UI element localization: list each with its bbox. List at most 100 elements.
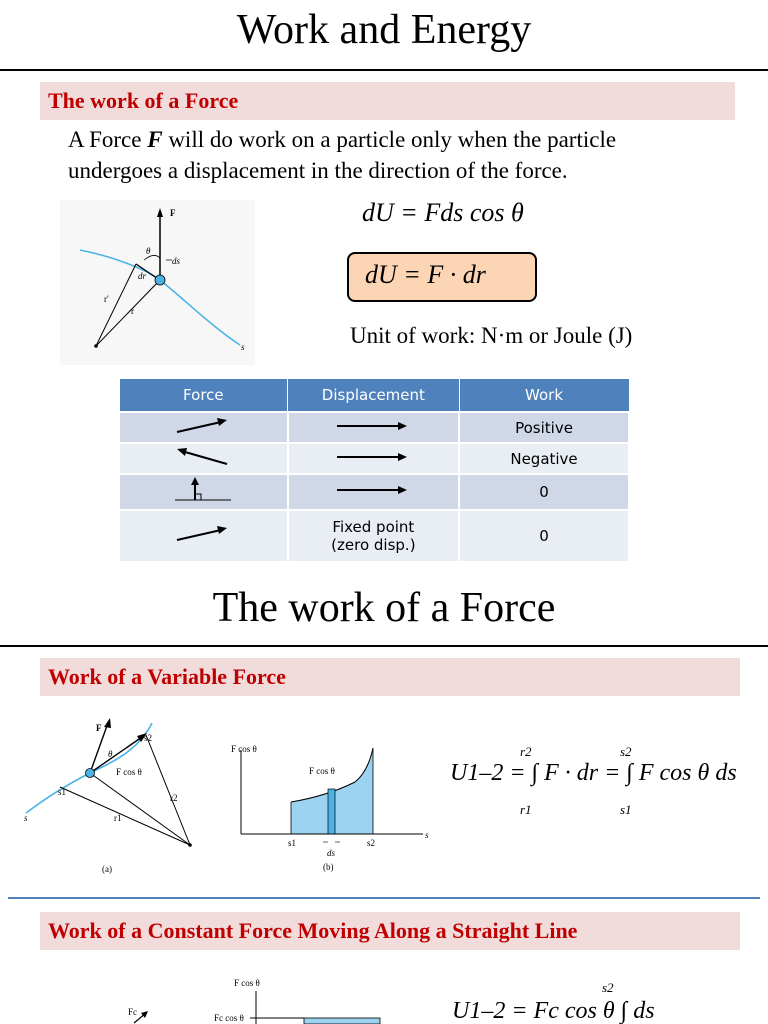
page-title: Work and Energy: [236, 7, 532, 53]
r1-vector: [59, 786, 191, 846]
unit-of-work: Unit of work: N·m or Joule (J): [350, 323, 633, 348]
figa-label-r2: r2: [170, 793, 178, 803]
figc-yaxis-label: F cos θ: [234, 978, 260, 988]
section-band-variable-force: Work of a Variable Force: [40, 658, 740, 696]
intro-text-a: A Force: [68, 127, 148, 152]
integral-equation: U1–2 = ∫ F · dr = ∫ F cos θ ds r2 r1 s2 …: [448, 740, 758, 820]
limit-s2-const: s2: [602, 980, 614, 995]
work-sign-table: Force Displacement Work Positive Negativ…: [118, 378, 630, 563]
table-row: Negative: [118, 442, 630, 475]
fig1-label-s: s: [241, 342, 245, 352]
force-arrow-icon: [177, 417, 228, 433]
table-row: Positive: [118, 411, 630, 444]
particle-dot: [154, 274, 166, 286]
tangent-vector: [89, 736, 143, 774]
force-arrowhead: [157, 208, 163, 217]
work-cell: Positive: [458, 411, 630, 444]
displacement-arrow-cell: [286, 473, 461, 511]
r-vector: [95, 281, 159, 347]
figb-s1: s1: [288, 838, 296, 848]
fig1-label-theta: θ: [146, 246, 151, 256]
force-symbol: F: [147, 127, 163, 152]
fig1-label-ds: ds: [172, 256, 181, 266]
force-vector: [89, 722, 109, 774]
figa-caption: (a): [102, 864, 112, 874]
fig1-label-F: F: [170, 208, 176, 218]
force-path-figure: F θ ds dr r′ r s: [60, 200, 255, 365]
origin-dot: [188, 843, 192, 847]
figa-label-s2: s2: [144, 733, 152, 743]
figb-ds: ds: [327, 848, 336, 858]
table-row: Fixed point (zero disp.) 0: [118, 509, 630, 563]
table-header-displacement: Displacement: [287, 378, 460, 413]
limit-s1: s1: [620, 802, 632, 817]
displacement-arrow-cell: [286, 411, 461, 444]
section-band-work-of-force: The work of a Force: [40, 82, 735, 120]
section2-title: The work of a Force: [212, 585, 556, 631]
work-cell: 0: [458, 509, 630, 563]
constant-force-figure: Fc F cos θ Fc cos θ: [128, 978, 381, 1024]
force-arrow-cell: [118, 411, 289, 444]
figa-label-theta: θ: [108, 749, 113, 759]
limit-s2: s2: [620, 744, 632, 759]
displacement-text-cell: Fixed point (zero disp.): [286, 509, 461, 563]
figb-s: s: [425, 830, 429, 840]
force-arrow-cell: [118, 442, 289, 475]
fig1-label-r: r: [131, 306, 134, 316]
displacement-arrow-icon: [337, 486, 408, 494]
area-under-curve: [291, 748, 373, 834]
perpendicular-force-icon: [175, 477, 232, 501]
figa-label-s1: s1: [58, 787, 66, 797]
figa-label-s: s: [24, 813, 28, 823]
work-equation-scalar: dU = Fds cos θ: [362, 198, 524, 227]
displacement-arrow-icon: [337, 421, 408, 430]
figa-label-fcos: F cos θ: [116, 767, 142, 777]
constant-area: [303, 1017, 381, 1024]
r2-vector: [89, 772, 191, 846]
fig1-label-rprime: r′: [104, 294, 109, 304]
limit-r1: r1: [520, 802, 532, 817]
figc-level-label: Fc cos θ: [214, 1013, 244, 1023]
force-arrow-cell: [118, 473, 289, 511]
table-row: 0: [118, 473, 630, 511]
force-curve: [290, 747, 374, 803]
particle-dot: [85, 768, 95, 778]
intro-text-b: will do work on a particle only when the…: [162, 127, 617, 152]
force-arrow-icon: [177, 526, 228, 541]
displacement-arrow-icon: [337, 452, 408, 461]
dr-vector: [135, 263, 159, 280]
r-prime-vector: [95, 263, 137, 347]
figb-caption: (b): [323, 862, 334, 872]
table-header-work: Work: [458, 378, 630, 413]
constant-equation-text: U1–2 = Fc cos θ ∫ ds: [452, 998, 655, 1024]
force-arrow-icon: [177, 447, 228, 465]
displacement-arrow-cell: [286, 442, 461, 475]
figb-s2: s2: [367, 838, 375, 848]
title-divider: [0, 69, 768, 71]
table-header-force: Force: [118, 378, 289, 413]
variable-force-figure-b: F cos θ F cos θ s1 s2 ds s (b): [231, 744, 429, 872]
intro-text-line2: undergoes a displacement in the directio…: [68, 158, 568, 183]
fixed-point-text: Fixed point: [332, 518, 415, 536]
strip-ds: [327, 788, 336, 835]
zero-disp-text: (zero disp.): [331, 536, 416, 554]
theta-arc: [143, 255, 161, 261]
fig1-label-dr: dr: [138, 271, 147, 281]
work-equation-box: dU = F · dr: [347, 252, 537, 302]
section-band-constant-force: Work of a Constant Force Moving Along a …: [40, 912, 740, 950]
variable-force-figure-a: F θ F cos θ s2 s1 r2 r1 s (a): [24, 718, 192, 874]
figc-label-Fc: Fc: [128, 1007, 137, 1017]
figb-yaxis-label: F cos θ: [231, 744, 257, 754]
section-divider-blue: [8, 897, 760, 899]
intro-paragraph: A Force F will do work on a particle onl…: [68, 124, 748, 186]
figa-label-r1: r1: [114, 813, 122, 823]
figb-curve-label: F cos θ: [309, 766, 335, 776]
force-arrow-cell: [118, 509, 289, 563]
work-equation-vector: dU = F · dr: [365, 260, 486, 289]
work-cell: 0: [458, 473, 630, 511]
limit-r2: r2: [520, 744, 532, 759]
origin-dot: [94, 344, 98, 348]
constant-force-equation: s2 U1–2 = Fc cos θ ∫ ds: [450, 980, 760, 1024]
work-cell: Negative: [458, 442, 630, 475]
figa-label-F: F: [96, 723, 102, 733]
